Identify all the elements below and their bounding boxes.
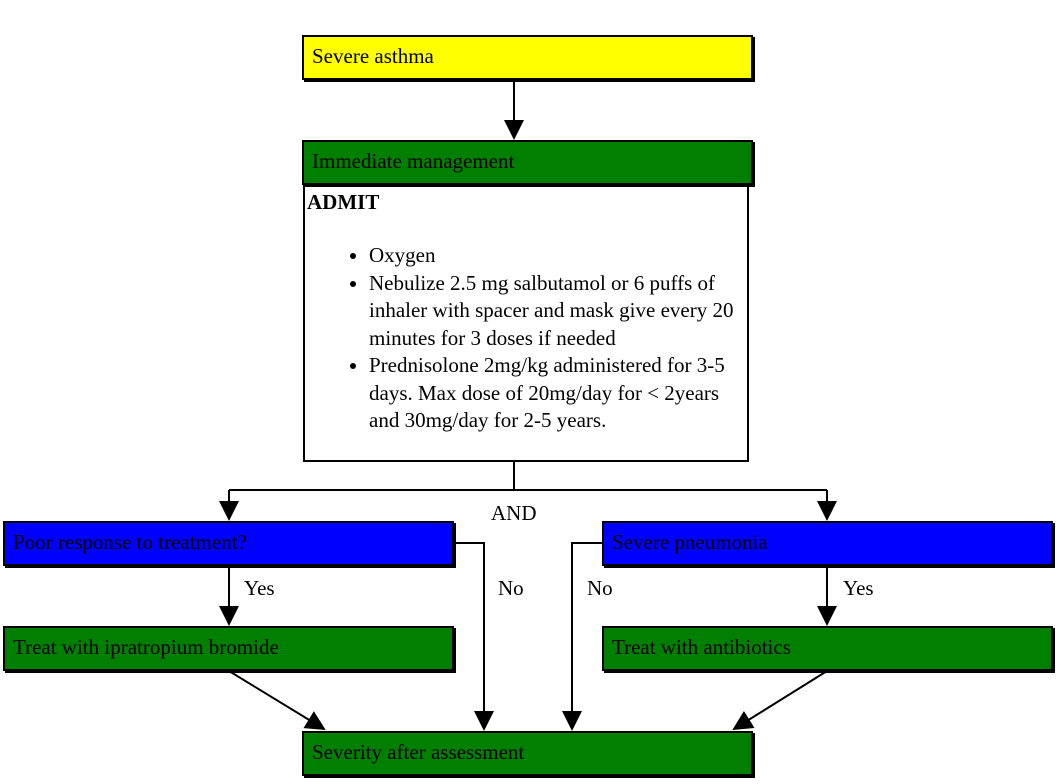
arrow-poor-response-no	[454, 542, 494, 731]
immediate-management-label: Immediate management	[312, 149, 515, 173]
poor-response-label: Poor response to treatment?	[13, 530, 247, 554]
admit-item-prednisolone: Prednisolone 2mg/kg administered for 3-5…	[369, 352, 737, 435]
no-right-label: No	[587, 576, 613, 600]
admit-item-oxygen: Oxygen	[369, 242, 737, 270]
no-left-label: No	[498, 576, 524, 600]
severity-assessment-label: Severity after assessment	[312, 740, 525, 764]
treat-antibiotics-node: Treat with antibiotics	[602, 626, 1053, 671]
admit-list: Oxygen Nebulize 2.5 mg salbutamol or 6 p…	[307, 242, 737, 435]
arrow-antibiotics-to-severity	[732, 670, 828, 731]
treat-ipratropium-node: Treat with ipratropium bromide	[3, 626, 454, 671]
severe-pneumonia-node: Severe pneumonia	[602, 521, 1053, 566]
severe-pneumonia-label: Severe pneumonia	[612, 530, 768, 554]
severe-asthma-node: Severe asthma	[302, 35, 753, 80]
and-label: AND	[491, 501, 537, 525]
admit-panel: ADMIT Oxygen Nebulize 2.5 mg salbutamol …	[303, 185, 749, 462]
severe-asthma-label: Severe asthma	[312, 44, 434, 68]
yes-left-label: Yes	[244, 576, 275, 600]
yes-right-label: Yes	[843, 576, 874, 600]
immediate-management-node: Immediate management	[302, 140, 753, 185]
arrow-ipratropium-to-severity	[228, 670, 326, 731]
poor-response-node: Poor response to treatment?	[3, 521, 454, 566]
treat-antibiotics-label: Treat with antibiotics	[612, 635, 791, 659]
admit-title: ADMIT	[307, 190, 380, 214]
severity-assessment-node: Severity after assessment	[302, 731, 753, 776]
admit-item-salbutamol: Nebulize 2.5 mg salbutamol or 6 puffs of…	[369, 270, 737, 353]
treat-ipratropium-label: Treat with ipratropium bromide	[13, 635, 279, 659]
arrow-pneumonia-no	[562, 542, 602, 731]
